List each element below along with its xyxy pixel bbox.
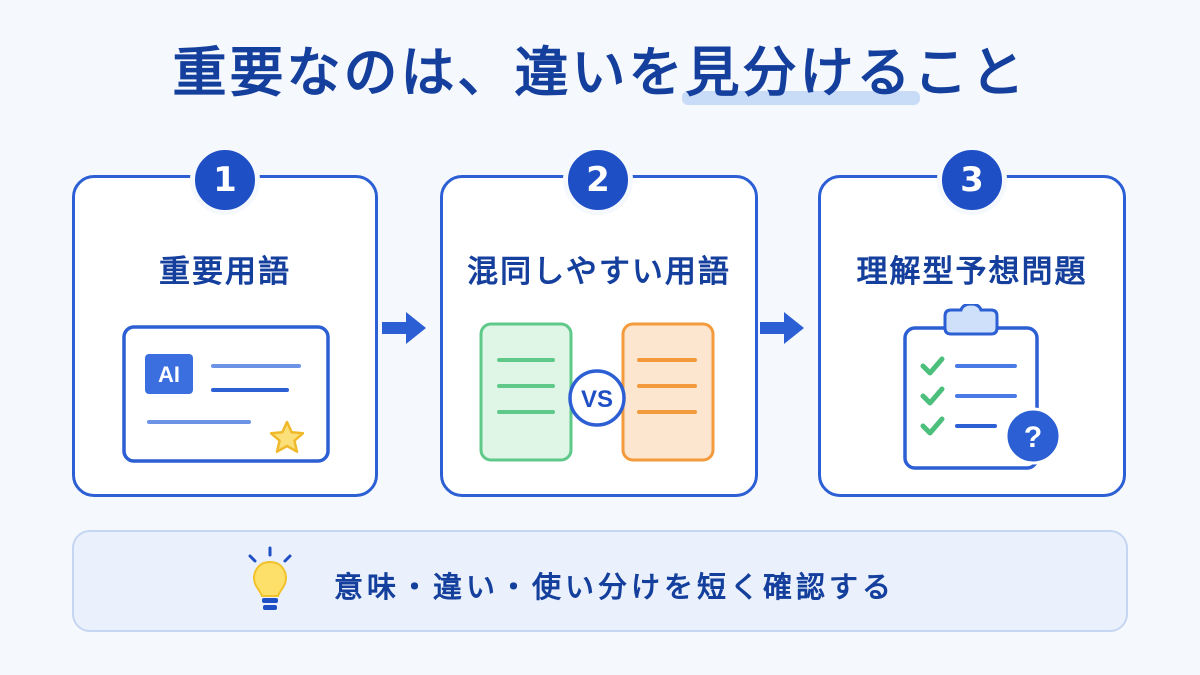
title-part1: 重要なのは、違いを	[172, 41, 686, 104]
step-card-3: 理解型予想問題 ?	[818, 175, 1126, 497]
step-label-3: 理解型予想問題	[856, 254, 1088, 290]
title-highlight: 見分ける	[681, 28, 920, 107]
step-number-3: 3	[937, 145, 1007, 215]
question-icon: ?	[1024, 421, 1042, 454]
star-icon	[269, 420, 305, 453]
title-part2: こと	[913, 41, 1028, 104]
step-card-2: 混同しやすい用語 VS	[440, 175, 758, 497]
arrow-right-icon	[760, 312, 804, 344]
page-title: 重要なのは、違いを見分けること	[173, 28, 1028, 107]
ai-badge-text: AI	[158, 362, 180, 387]
compare-cards-icon: VS	[479, 322, 715, 462]
step-label-1: 重要用語	[159, 254, 291, 290]
tip-text: 意味・違い・使い分けを短く確認する	[334, 570, 896, 604]
page-title-row: 重要なのは、違いを見分けること	[0, 28, 1200, 107]
lightbulb-icon	[248, 546, 292, 610]
term-card-icon: AI	[122, 325, 330, 463]
arrow-right-icon	[382, 312, 426, 344]
clipboard-checklist-icon: ?	[903, 304, 1062, 470]
step-number-1: 1	[190, 145, 260, 215]
step-number-2: 2	[563, 145, 633, 215]
vs-text: VS	[581, 386, 613, 413]
tip-box: 意味・違い・使い分けを短く確認する	[72, 530, 1128, 632]
step-card-1: 重要用語 AI	[72, 175, 378, 497]
step-label-2: 混同しやすい用語	[467, 254, 731, 290]
